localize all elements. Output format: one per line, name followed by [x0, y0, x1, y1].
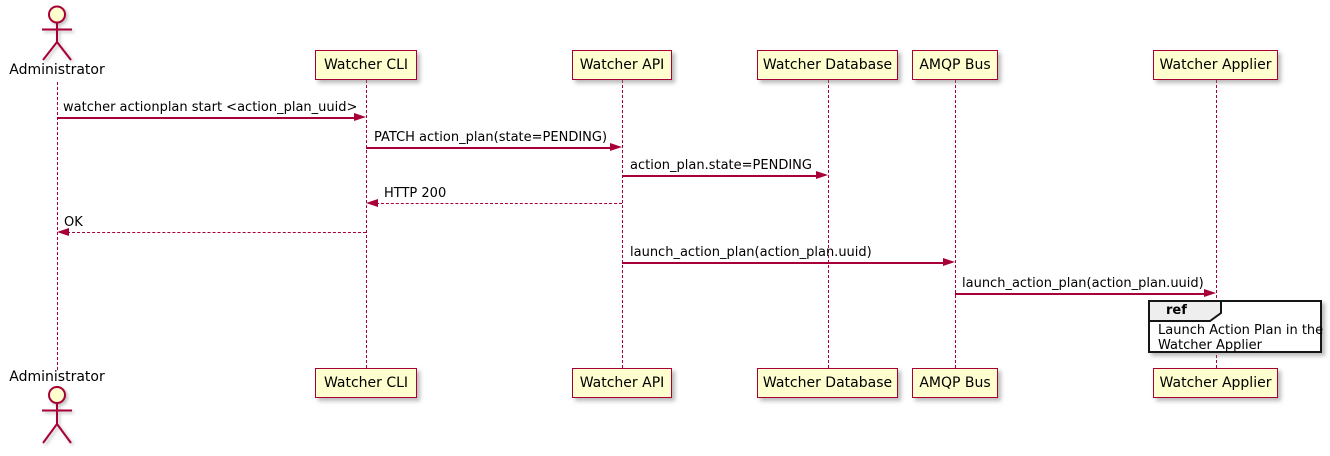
actor-bottom-label: Administrator	[9, 369, 105, 385]
participant-top-watcher-applier: Watcher Applier	[1153, 50, 1278, 80]
message-3-arrowhead-right-icon	[816, 171, 828, 179]
message-5-arrowhead-left-icon	[57, 228, 69, 236]
ref-text: Launch Action Plan in the Watcher Applie…	[1158, 323, 1323, 353]
message-2-line	[366, 147, 610, 149]
participant-bottom-watcher-cli: Watcher CLI	[315, 368, 417, 398]
participant-top-amqp-bus: AMQP Bus	[912, 50, 998, 80]
message-1-line	[57, 117, 355, 119]
message-2-label: PATCH action_plan(state=PENDING)	[374, 130, 608, 145]
message-1-label: watcher actionplan start <action_plan_uu…	[63, 100, 358, 115]
actor-top-label: Administrator	[9, 62, 105, 78]
message-1-arrowhead-right-icon	[354, 113, 366, 121]
message-5-label: OK	[64, 215, 83, 230]
lifeline-watcher-cli	[366, 80, 367, 368]
message-6-arrowhead-right-icon	[943, 258, 955, 266]
participant-top-watcher-api: Watcher API	[572, 50, 672, 80]
message-5-line	[67, 232, 366, 233]
message-4-line	[376, 203, 622, 204]
message-3-label: action_plan.state=PENDING	[630, 158, 812, 173]
participant-bottom-watcher-applier: Watcher Applier	[1153, 368, 1278, 398]
participant-top-watcher-database: Watcher Database	[757, 50, 898, 80]
ref-tab-shape-icon	[1148, 300, 1222, 322]
participant-bottom-watcher-api: Watcher API	[572, 368, 672, 398]
message-4-arrowhead-left-icon	[366, 199, 378, 207]
lifeline-amqp-bus	[955, 80, 956, 368]
message-7-label: launch_action_plan(action_plan.uuid)	[962, 276, 1204, 291]
participant-bottom-amqp-bus: AMQP Bus	[912, 368, 998, 398]
ref-keyword: ref	[1166, 303, 1187, 318]
lifeline-watcher-database	[828, 80, 829, 368]
message-2-arrowhead-right-icon	[610, 143, 622, 151]
message-7-line	[955, 293, 1204, 295]
actor-bottom-figure-icon	[42, 386, 72, 444]
message-6-line	[622, 262, 943, 264]
message-7-arrowhead-right-icon	[1204, 289, 1216, 297]
participant-top-watcher-cli: Watcher CLI	[315, 50, 417, 80]
ref-text-line-1: Launch Action Plan in the	[1158, 323, 1324, 338]
lifeline-watcher-api	[622, 80, 623, 368]
message-6-label: launch_action_plan(action_plan.uuid)	[630, 245, 872, 260]
actor-top-figure-icon	[42, 5, 72, 61]
ref-fragment: ref Launch Action Plan in the Watcher Ap…	[1148, 300, 1323, 353]
message-3-line	[622, 175, 816, 177]
message-4-label: HTTP 200	[384, 186, 447, 201]
participant-bottom-watcher-database: Watcher Database	[757, 368, 898, 398]
lifeline-watcher-applier	[1216, 80, 1217, 368]
lifeline-administrator	[57, 82, 58, 370]
ref-text-line-2: Watcher Applier	[1158, 338, 1262, 353]
